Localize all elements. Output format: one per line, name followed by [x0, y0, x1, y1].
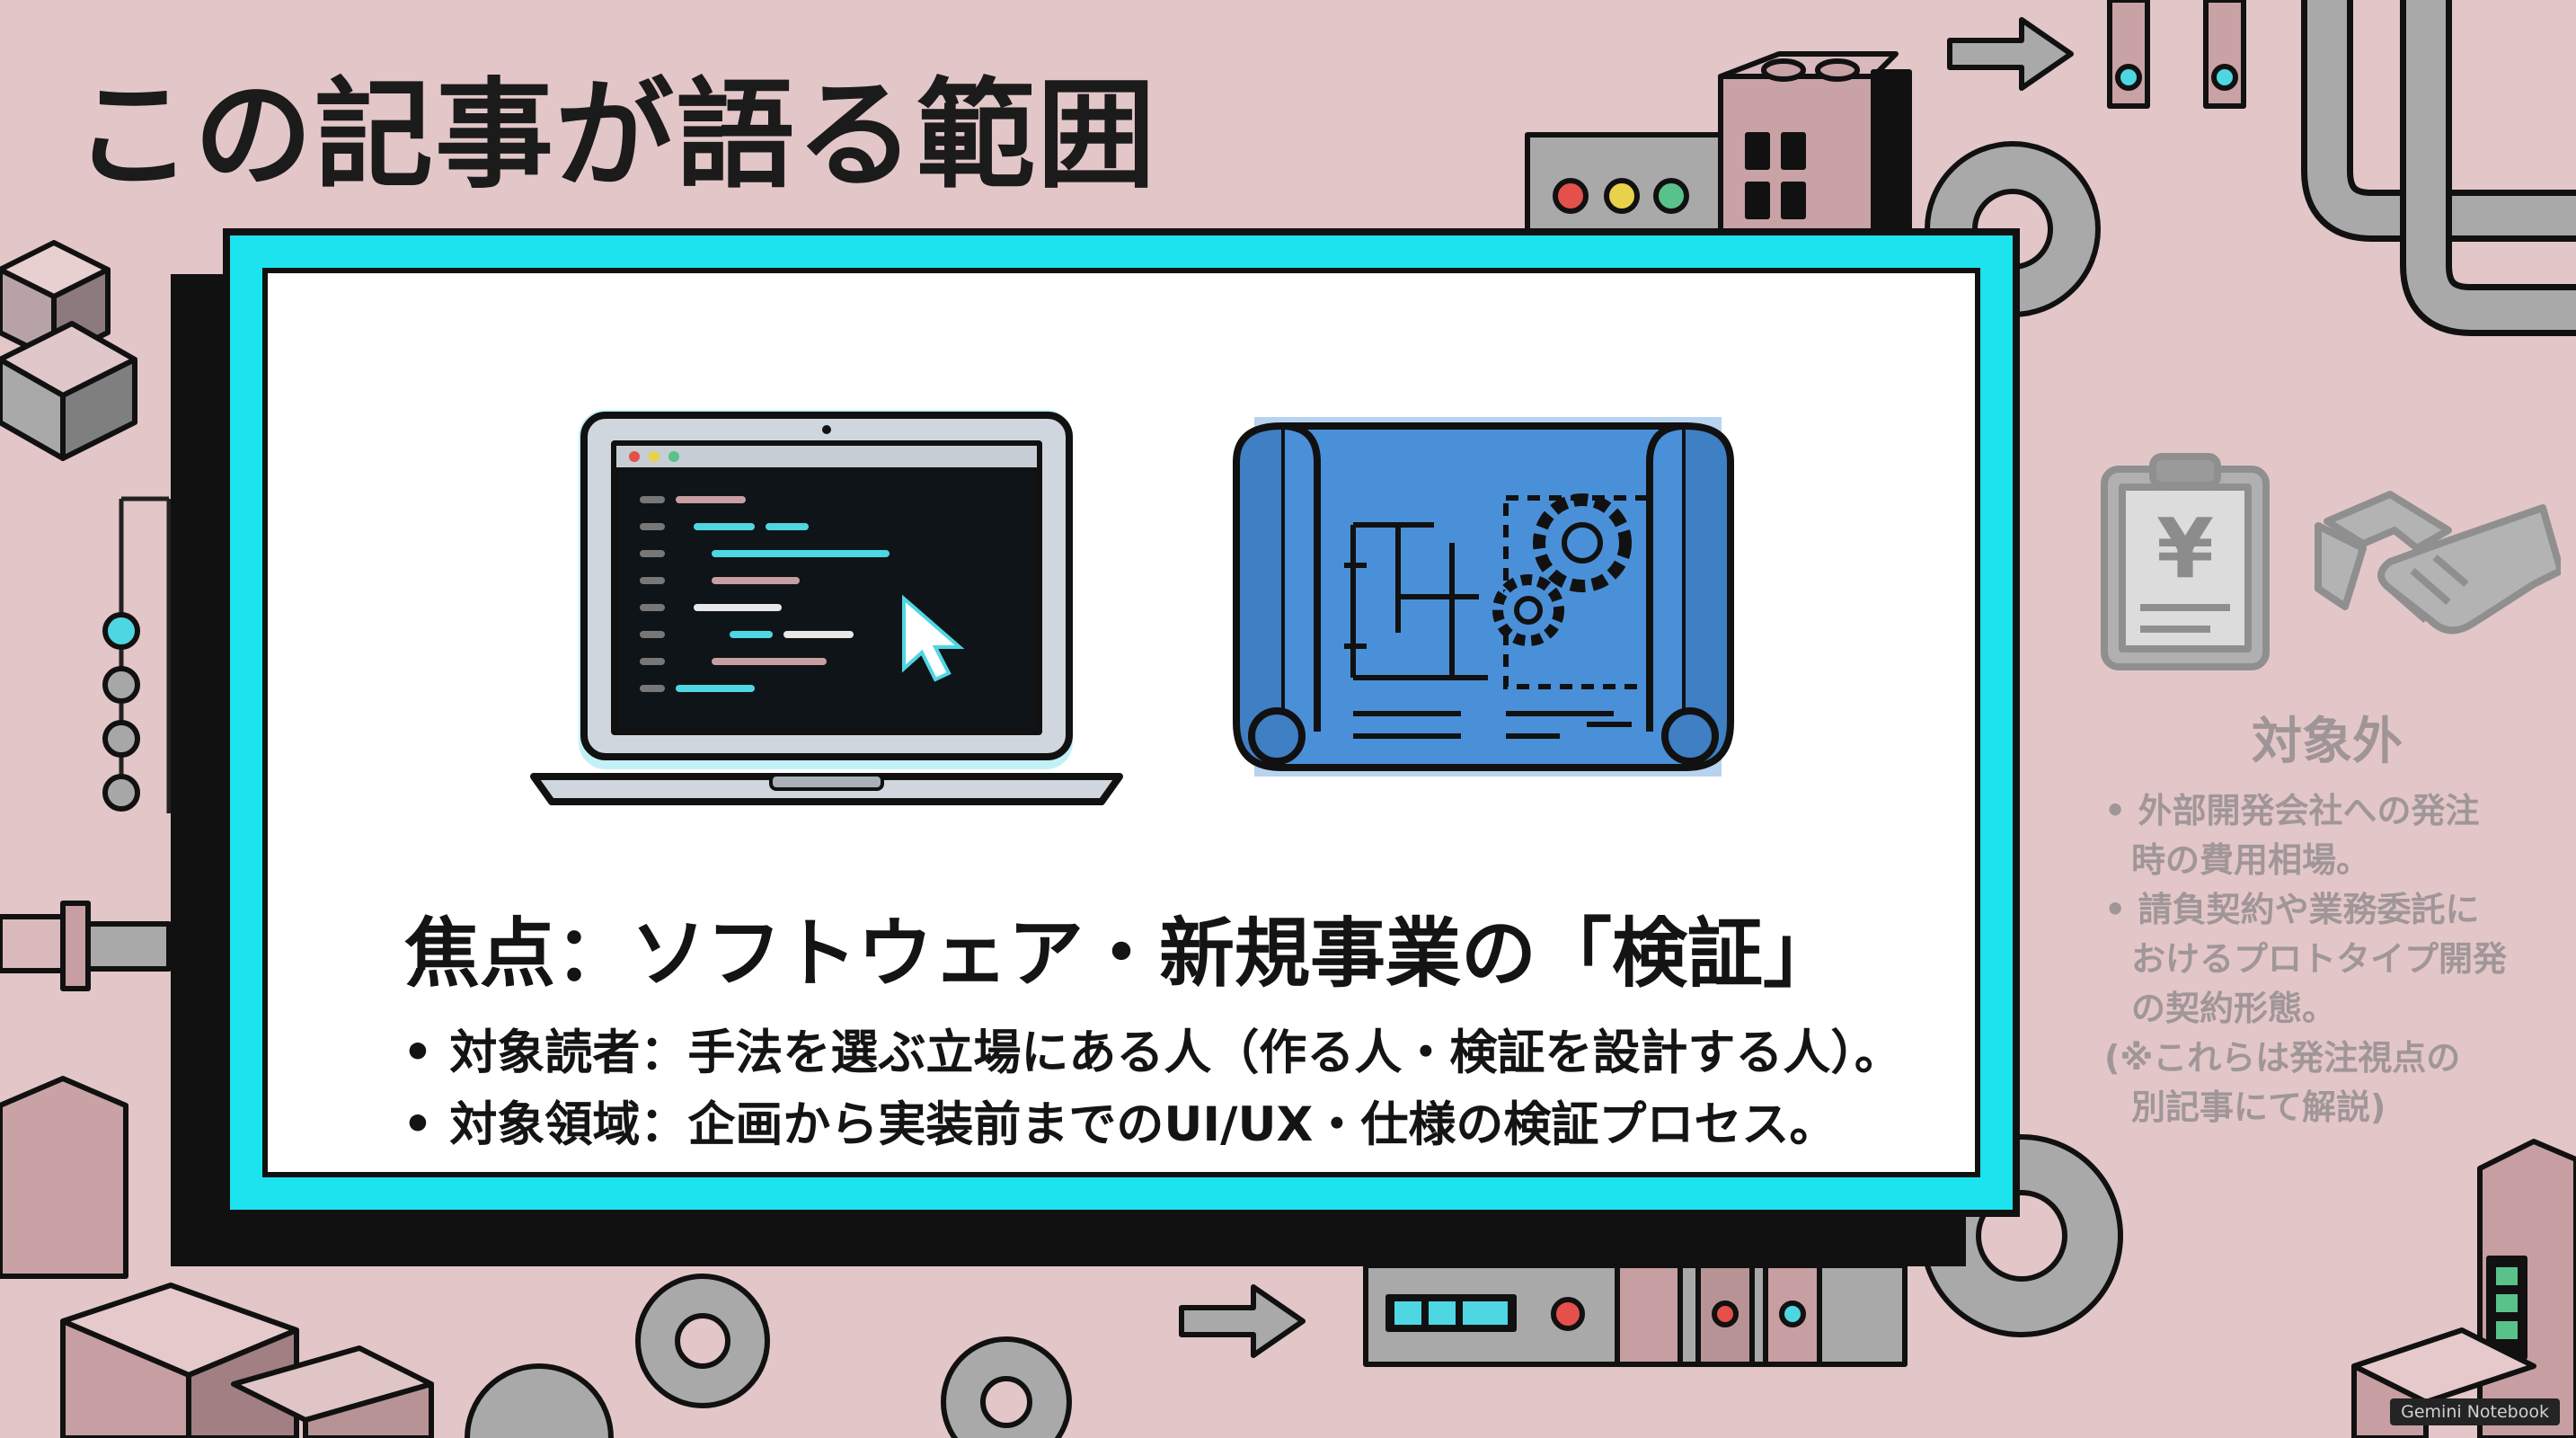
- laptop-code-icon: [530, 410, 1123, 805]
- out-of-scope-heading: 対象外: [2252, 713, 2403, 771]
- scope-card: 焦点：ソフトウェア・新規事業の「検証」 対象読者：手法を選ぶ立場にある人（作る人…: [223, 228, 2020, 1217]
- target-readers-item: 対象読者：手法を選ぶ立場にある人（作る人・検証を設計する人）。: [403, 1017, 1902, 1089]
- cube-stack-icon: [0, 240, 137, 461]
- out-of-scope-line: 時の費用相場。: [2131, 840, 2371, 880]
- cursor-icon: [902, 594, 965, 682]
- out-of-scope-line: おけるプロトタイプ開発: [2131, 939, 2508, 979]
- gear-icon: [635, 1274, 770, 1408]
- gear-icon: [1492, 493, 1632, 646]
- out-of-scope-icons: ¥: [2101, 453, 2561, 670]
- page-title: この記事が語る範囲: [74, 67, 1157, 205]
- scope-card-content: 焦点：ソフトウェア・新規事業の「検証」 対象読者：手法を選ぶ立場にある人（作る人…: [262, 268, 1980, 1177]
- arrow-icon: [1179, 1284, 1306, 1358]
- handshake-icon: [2315, 491, 2561, 635]
- out-of-scope-line: の契約形態。: [2131, 989, 2337, 1028]
- blueprint-icon: [1233, 417, 1734, 777]
- focus-heading: 焦点：ソフトウェア・新規事業の「検証」: [403, 910, 1838, 998]
- out-of-scope-note: (※これらは発注視点の: [2104, 1038, 2461, 1078]
- out-of-scope-note: 別記事にて解説): [2131, 1087, 2386, 1127]
- scope-bullet-list: 対象読者：手法を選ぶ立場にある人（作る人・検証を設計する人）。 対象領域：企画か…: [403, 1017, 1902, 1161]
- gemini-notebook-badge: Gemini Notebook: [2390, 1398, 2560, 1425]
- out-of-scope-line: 外部開発会社への発注: [2104, 786, 2507, 836]
- out-of-scope-line: 請負契約や業務委託に: [2104, 885, 2507, 935]
- yen-clipboard-icon: ¥: [2101, 453, 2270, 670]
- target-domain-item: 対象領域：企画から実装前までのUI/UX・仕様の検証プロセス。: [403, 1089, 1902, 1161]
- out-of-scope-list: 外部開発会社への発注 時の費用相場。 請負契約や業務委託に おけるプロトタイプ開…: [2104, 786, 2507, 1132]
- svg-text:¥: ¥: [2156, 501, 2214, 597]
